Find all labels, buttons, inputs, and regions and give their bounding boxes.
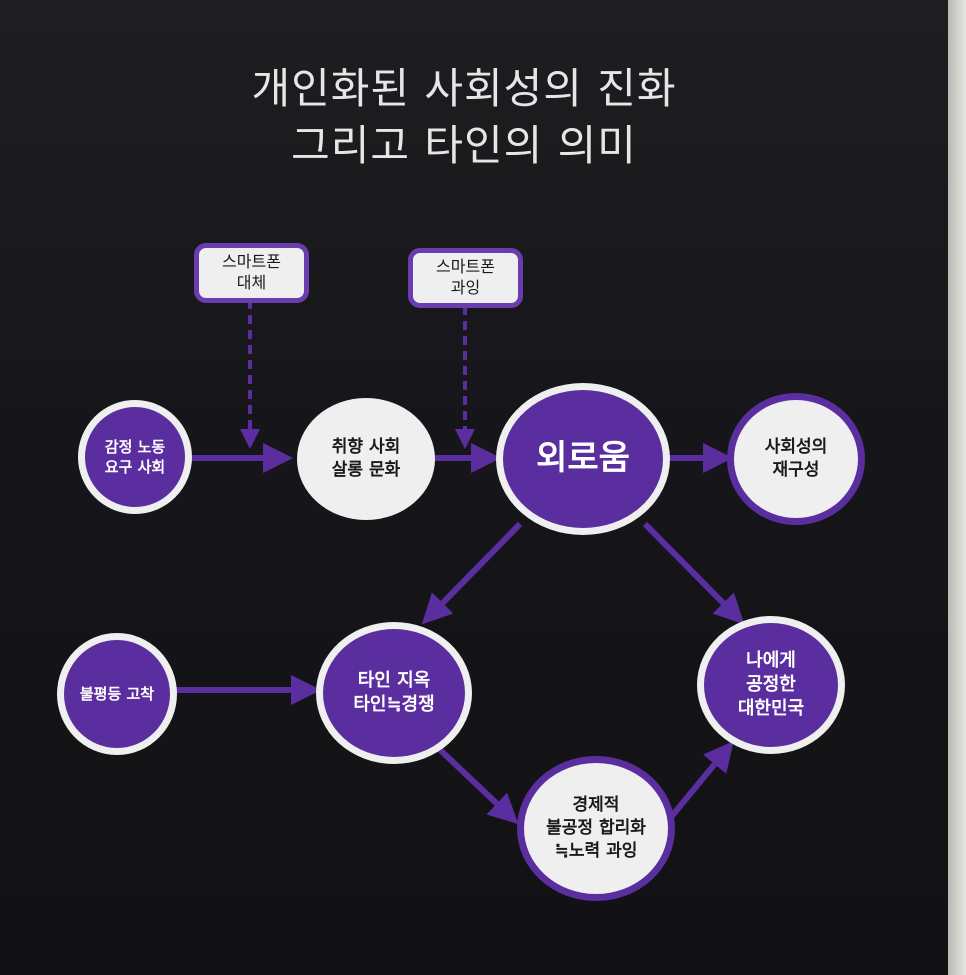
fair-korea-node: 나에게 공정한 대한민국: [697, 616, 845, 754]
title-line-1: 개인화된 사회성의 진화: [251, 64, 677, 113]
title-line-2: 그리고 타인의 의미: [291, 121, 637, 170]
economic-unfairness-node: 경제적 불공정 합리화 ≒노력 과잉: [517, 756, 675, 901]
smartphone-overuse-label: 스마트폰 과잉: [436, 257, 495, 297]
taste-society-node: 취향 사회 살롱 문화: [297, 398, 435, 520]
arrow-loneliness-to-others-hell: [421, 521, 523, 625]
fair-korea-label: 나에게 공정한 대한민국: [737, 649, 805, 720]
others-hell-node: 타인 지옥 타인≒경쟁: [316, 622, 472, 764]
reconstruct-sociality-label: 사회성의 재구성: [764, 437, 828, 480]
inequality-label: 불평등 고착: [79, 684, 155, 703]
economic-unfairness-label: 경제적 불공정 합리화 ≒노력 과잉: [546, 795, 646, 861]
page-edge: [948, 0, 966, 975]
loneliness-node: 외로움: [496, 383, 670, 535]
taste-society-label: 취향 사회 살롱 문화: [331, 437, 401, 480]
arrow-loneliness-to-fair-korea: [642, 521, 745, 625]
arrow-others-hell-to-economic: [432, 742, 519, 825]
smartphone-substitute-label: 스마트폰 대체: [222, 252, 281, 292]
others-hell-label: 타인 지옥 타인≒경쟁: [353, 669, 435, 715]
smartphone-substitute-box: 스마트폰 대체: [194, 243, 309, 303]
emotional-labor-node: 감정 노동 요구 사회: [78, 400, 192, 514]
smartphone-overuse-box: 스마트폰 과잉: [408, 248, 523, 308]
loneliness-label: 외로움: [536, 438, 630, 479]
reconstruct-sociality-node: 사회성의 재구성: [727, 393, 865, 525]
emotional-labor-label: 감정 노동 요구 사회: [104, 437, 166, 476]
inequality-node: 불평등 고착: [57, 633, 177, 755]
